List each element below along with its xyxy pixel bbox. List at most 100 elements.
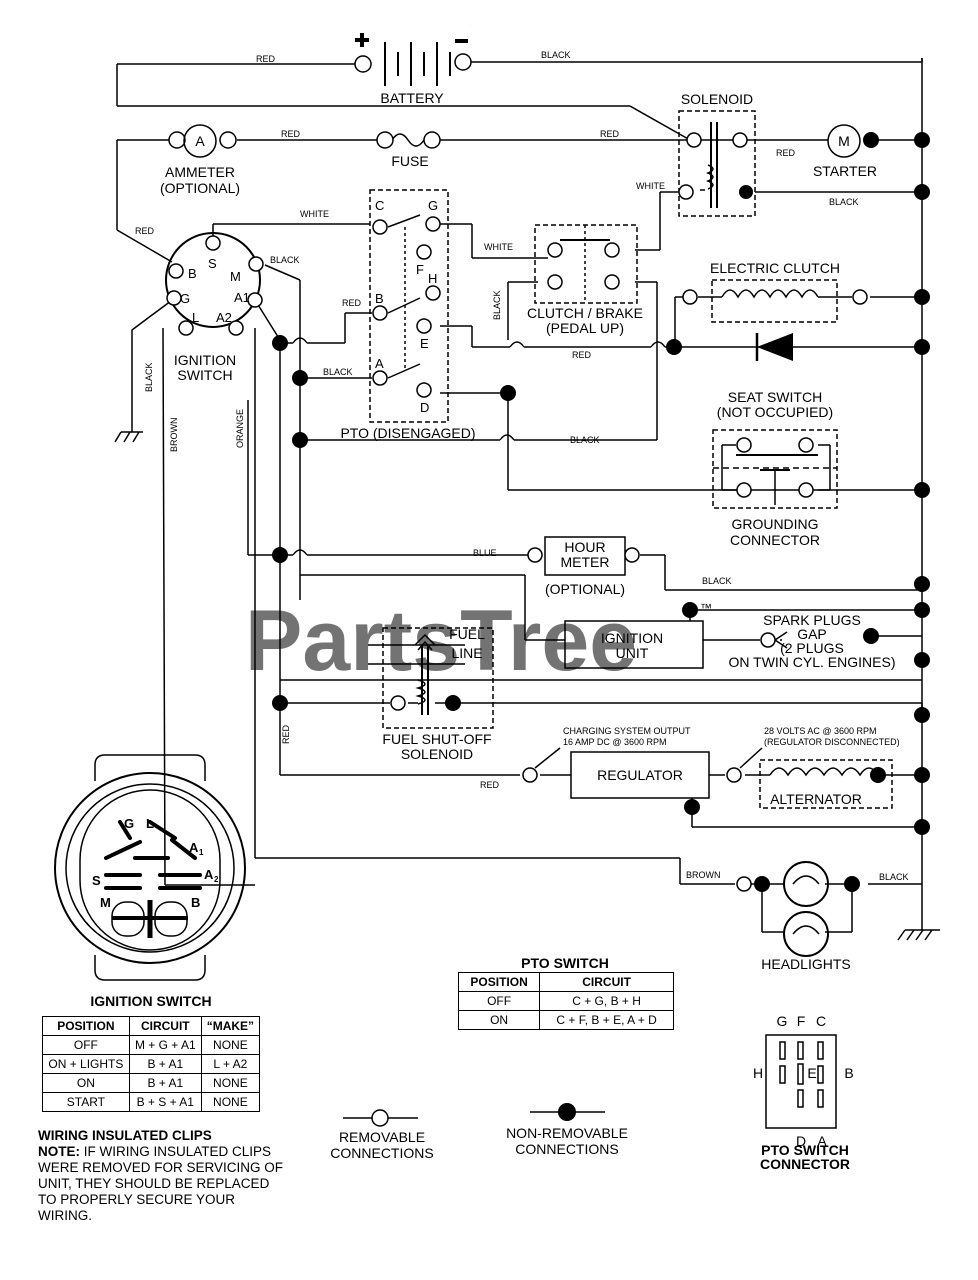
pc-title: PTO SWITCH [761, 1142, 849, 1158]
fuel-solenoid-label: FUEL SHUT-OFF [382, 731, 491, 747]
ic-pin-a1: A [189, 840, 199, 855]
pc-label-g: G [777, 1013, 788, 1029]
wire-black-bottom: BLACK [570, 435, 600, 445]
wire-white-solenoid: WHITE [636, 181, 665, 191]
regulator-label: REGULATOR [597, 767, 683, 783]
ign-cell: ON + LIGHTS [42, 1054, 130, 1074]
wire-red-clutch: RED [572, 350, 592, 360]
pc-label-c: C [816, 1013, 826, 1029]
pto-pin-b: B [375, 291, 384, 306]
seat-switch-label: SEAT SWITCH [728, 389, 822, 405]
ign-pin-l: L [192, 310, 199, 325]
pc-label-a: A [817, 1133, 827, 1149]
electric-clutch-label: ELECTRIC CLUTCH [710, 260, 840, 276]
wire-black-battery: BLACK [541, 50, 571, 60]
hour-meter-optional-label: (OPTIONAL) [545, 581, 625, 597]
wire-red-solenoid: RED [600, 129, 620, 139]
non-removable-connections [272, 132, 930, 1121]
ic-pin-b: B [191, 895, 200, 910]
alt-volts-label-2: (REGULATOR DISCONNECTED) [764, 737, 900, 747]
fuel-line-label: FUEL [449, 626, 485, 642]
pto-label: PTO (DISENGAGED) [340, 425, 475, 441]
ic-pin-a1-sub: 1 [199, 848, 204, 857]
clutch-brake-label: CLUTCH / BRAKE [527, 305, 643, 321]
ic-pin-s: S [92, 873, 101, 888]
ign-pin-m: M [230, 269, 241, 284]
pto-switch-table: POSITION CIRCUIT OFF C + G, B + H ON C +… [457, 972, 674, 1030]
wire-black-pto: BLACK [323, 367, 353, 377]
wire-red-ammeter: RED [281, 129, 301, 139]
grounding-label: GROUNDING [731, 516, 818, 532]
wire-red-regulator: RED [480, 780, 500, 790]
wire-white-pto: WHITE [300, 209, 329, 219]
headlights-label: HEADLIGHTS [761, 956, 850, 972]
ign-cell: NONE [200, 1092, 261, 1112]
table-row: ON C + F, B + E, A + D [457, 1010, 674, 1030]
pto-th-position: POSITION [457, 972, 541, 992]
wire-black-headlights: BLACK [879, 872, 909, 882]
ign-pin-b: B [188, 266, 197, 281]
pto-table-title: PTO SWITCH [521, 955, 609, 971]
fuel-line-label-2: LINE [451, 645, 482, 661]
pto-pin-a: A [375, 356, 384, 371]
removable-connections [166, 53, 868, 1127]
ign-cell: B + S + A1 [128, 1092, 202, 1112]
pc-label-d: D [796, 1133, 806, 1149]
ign-pin-g: G [180, 291, 190, 306]
ign-cell: B + A1 [128, 1073, 202, 1093]
charging-output-label-2: 16 AMP DC @ 3600 RPM [563, 737, 667, 747]
battery-minus: − [470, 25, 471, 27]
pto-pin-f: F [416, 262, 424, 277]
ign-cell: NONE [200, 1073, 261, 1093]
wire-black-clutch: BLACK [492, 290, 502, 320]
ign-cell: L + A2 [200, 1054, 261, 1074]
hour-meter-label: HOUR [564, 539, 605, 555]
legend-non-removable: NON-REMOVABLE [506, 1125, 628, 1141]
wire-black-hour: BLACK [702, 576, 732, 586]
table-row: ON + LIGHTS B + A1 L + A2 [42, 1054, 261, 1074]
pto-cell: OFF [457, 991, 541, 1011]
ign-th-circuit: CIRCUIT [128, 1016, 202, 1036]
ic-pin-l: L [146, 816, 154, 831]
ignition-switch-table: POSITION CIRCUIT “MAKE” OFF M + G + A1 N… [42, 1016, 261, 1112]
pc-label-h: H [753, 1065, 763, 1081]
pc-title-2: CONNECTOR [760, 1156, 850, 1172]
grounding-label-2: CONNECTOR [730, 532, 820, 548]
fuse-label: FUSE [391, 153, 428, 169]
ic-pin-a2-sub: 2 [214, 875, 219, 884]
spark-gap-label: GAP [797, 626, 827, 642]
pto-pin-e: E [420, 336, 429, 351]
ign-cell: ON [42, 1073, 130, 1093]
pto-pin-g: G [428, 198, 438, 213]
table-row: START B + S + A1 NONE [42, 1092, 261, 1112]
wiring-note: WIRING INSULATED CLIPS NOTE: IF WIRING I… [38, 1128, 288, 1224]
wire-brown-headlights: BROWN [686, 870, 721, 880]
battery-plus: + [345, 25, 346, 27]
pc-label-f: F [797, 1013, 806, 1029]
charging-output-label: CHARGING SYSTEM OUTPUT [563, 726, 691, 736]
fuel-solenoid-label-2: SOLENOID [401, 746, 473, 762]
wire-brown-vertical: BROWN [169, 418, 179, 453]
wire-red-ignition: RED [135, 226, 155, 236]
legend-removable: REMOVABLE [339, 1129, 425, 1145]
trademark: ™ [700, 601, 712, 615]
wire-orange: ORANGE [235, 409, 245, 448]
ammeter-optional-label: (OPTIONAL) [160, 180, 240, 196]
ign-pin-s: S [208, 256, 217, 271]
ammeter-label: AMMETER [165, 164, 235, 180]
pto-th-circuit: CIRCUIT [539, 972, 674, 992]
alternator-label: ALTERNATOR [770, 791, 862, 807]
alt-volts-label: 28 VOLTS AC @ 3600 RPM [764, 726, 877, 736]
pto-pin-h: H [428, 271, 437, 286]
wire-black-ground: BLACK [144, 362, 154, 392]
hour-meter-label-2: METER [561, 554, 610, 570]
wire-blue: BLUE [473, 548, 497, 558]
pc-label-e: E [807, 1065, 816, 1081]
watermark: PartsTree [245, 593, 637, 689]
ignition-table-title: IGNITION SWITCH [90, 993, 211, 1009]
pto-cell: C + G, B + H [539, 991, 674, 1011]
wire-red-starter: RED [776, 148, 796, 158]
wire-black-m: BLACK [270, 255, 300, 265]
ign-pin-a2: A2 [216, 310, 232, 325]
